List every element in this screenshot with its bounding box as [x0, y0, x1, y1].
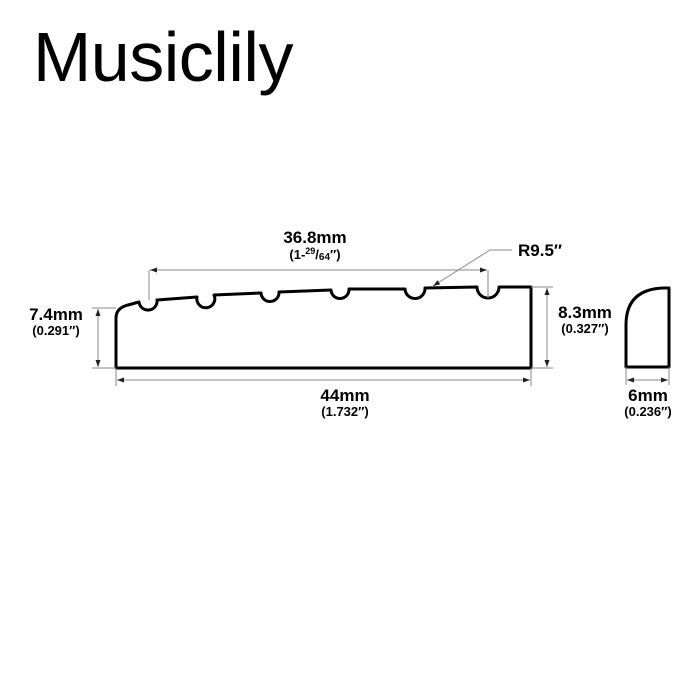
radius-leader-line: [432, 249, 512, 287]
string-spread-inch-close: ″): [330, 247, 341, 262]
string-spread-label: 36.8mm (1-29/64″): [270, 229, 360, 263]
length-mm: 44mm: [320, 386, 370, 405]
length-inch: (1.732″): [321, 404, 369, 419]
string-spread-inch-numerator: 29: [305, 246, 316, 256]
string-spread-inch-denominator: 64: [318, 252, 331, 263]
radius-label: R9.5″: [518, 242, 562, 259]
right-height-inch: (0.327″): [561, 321, 609, 336]
thickness-inch: (0.236″): [624, 404, 672, 419]
brand-title: Musiclily: [33, 18, 293, 96]
radius-value: R9.5″: [518, 241, 563, 260]
nut-side-profile-outline: [624, 286, 671, 369]
right-height-label: 8.3mm (0.327″): [552, 304, 618, 335]
string-spread-mm: 36.8mm: [283, 228, 347, 247]
nut-front-outline: [114, 285, 533, 370]
right-height-mm: 8.3mm: [558, 303, 612, 322]
length-label: 44mm (1.732″): [310, 387, 380, 418]
left-height-mm: 7.4mm: [29, 305, 83, 324]
string-spread-inch-whole: (1-: [289, 247, 306, 262]
thickness-label: 6mm (0.236″): [618, 387, 678, 418]
left-height-inch: (0.291″): [32, 323, 80, 338]
left-height-label: 7.4mm (0.291″): [20, 306, 92, 337]
thickness-mm: 6mm: [628, 386, 668, 405]
string-spread-inch: (1-29/64″): [289, 246, 341, 263]
